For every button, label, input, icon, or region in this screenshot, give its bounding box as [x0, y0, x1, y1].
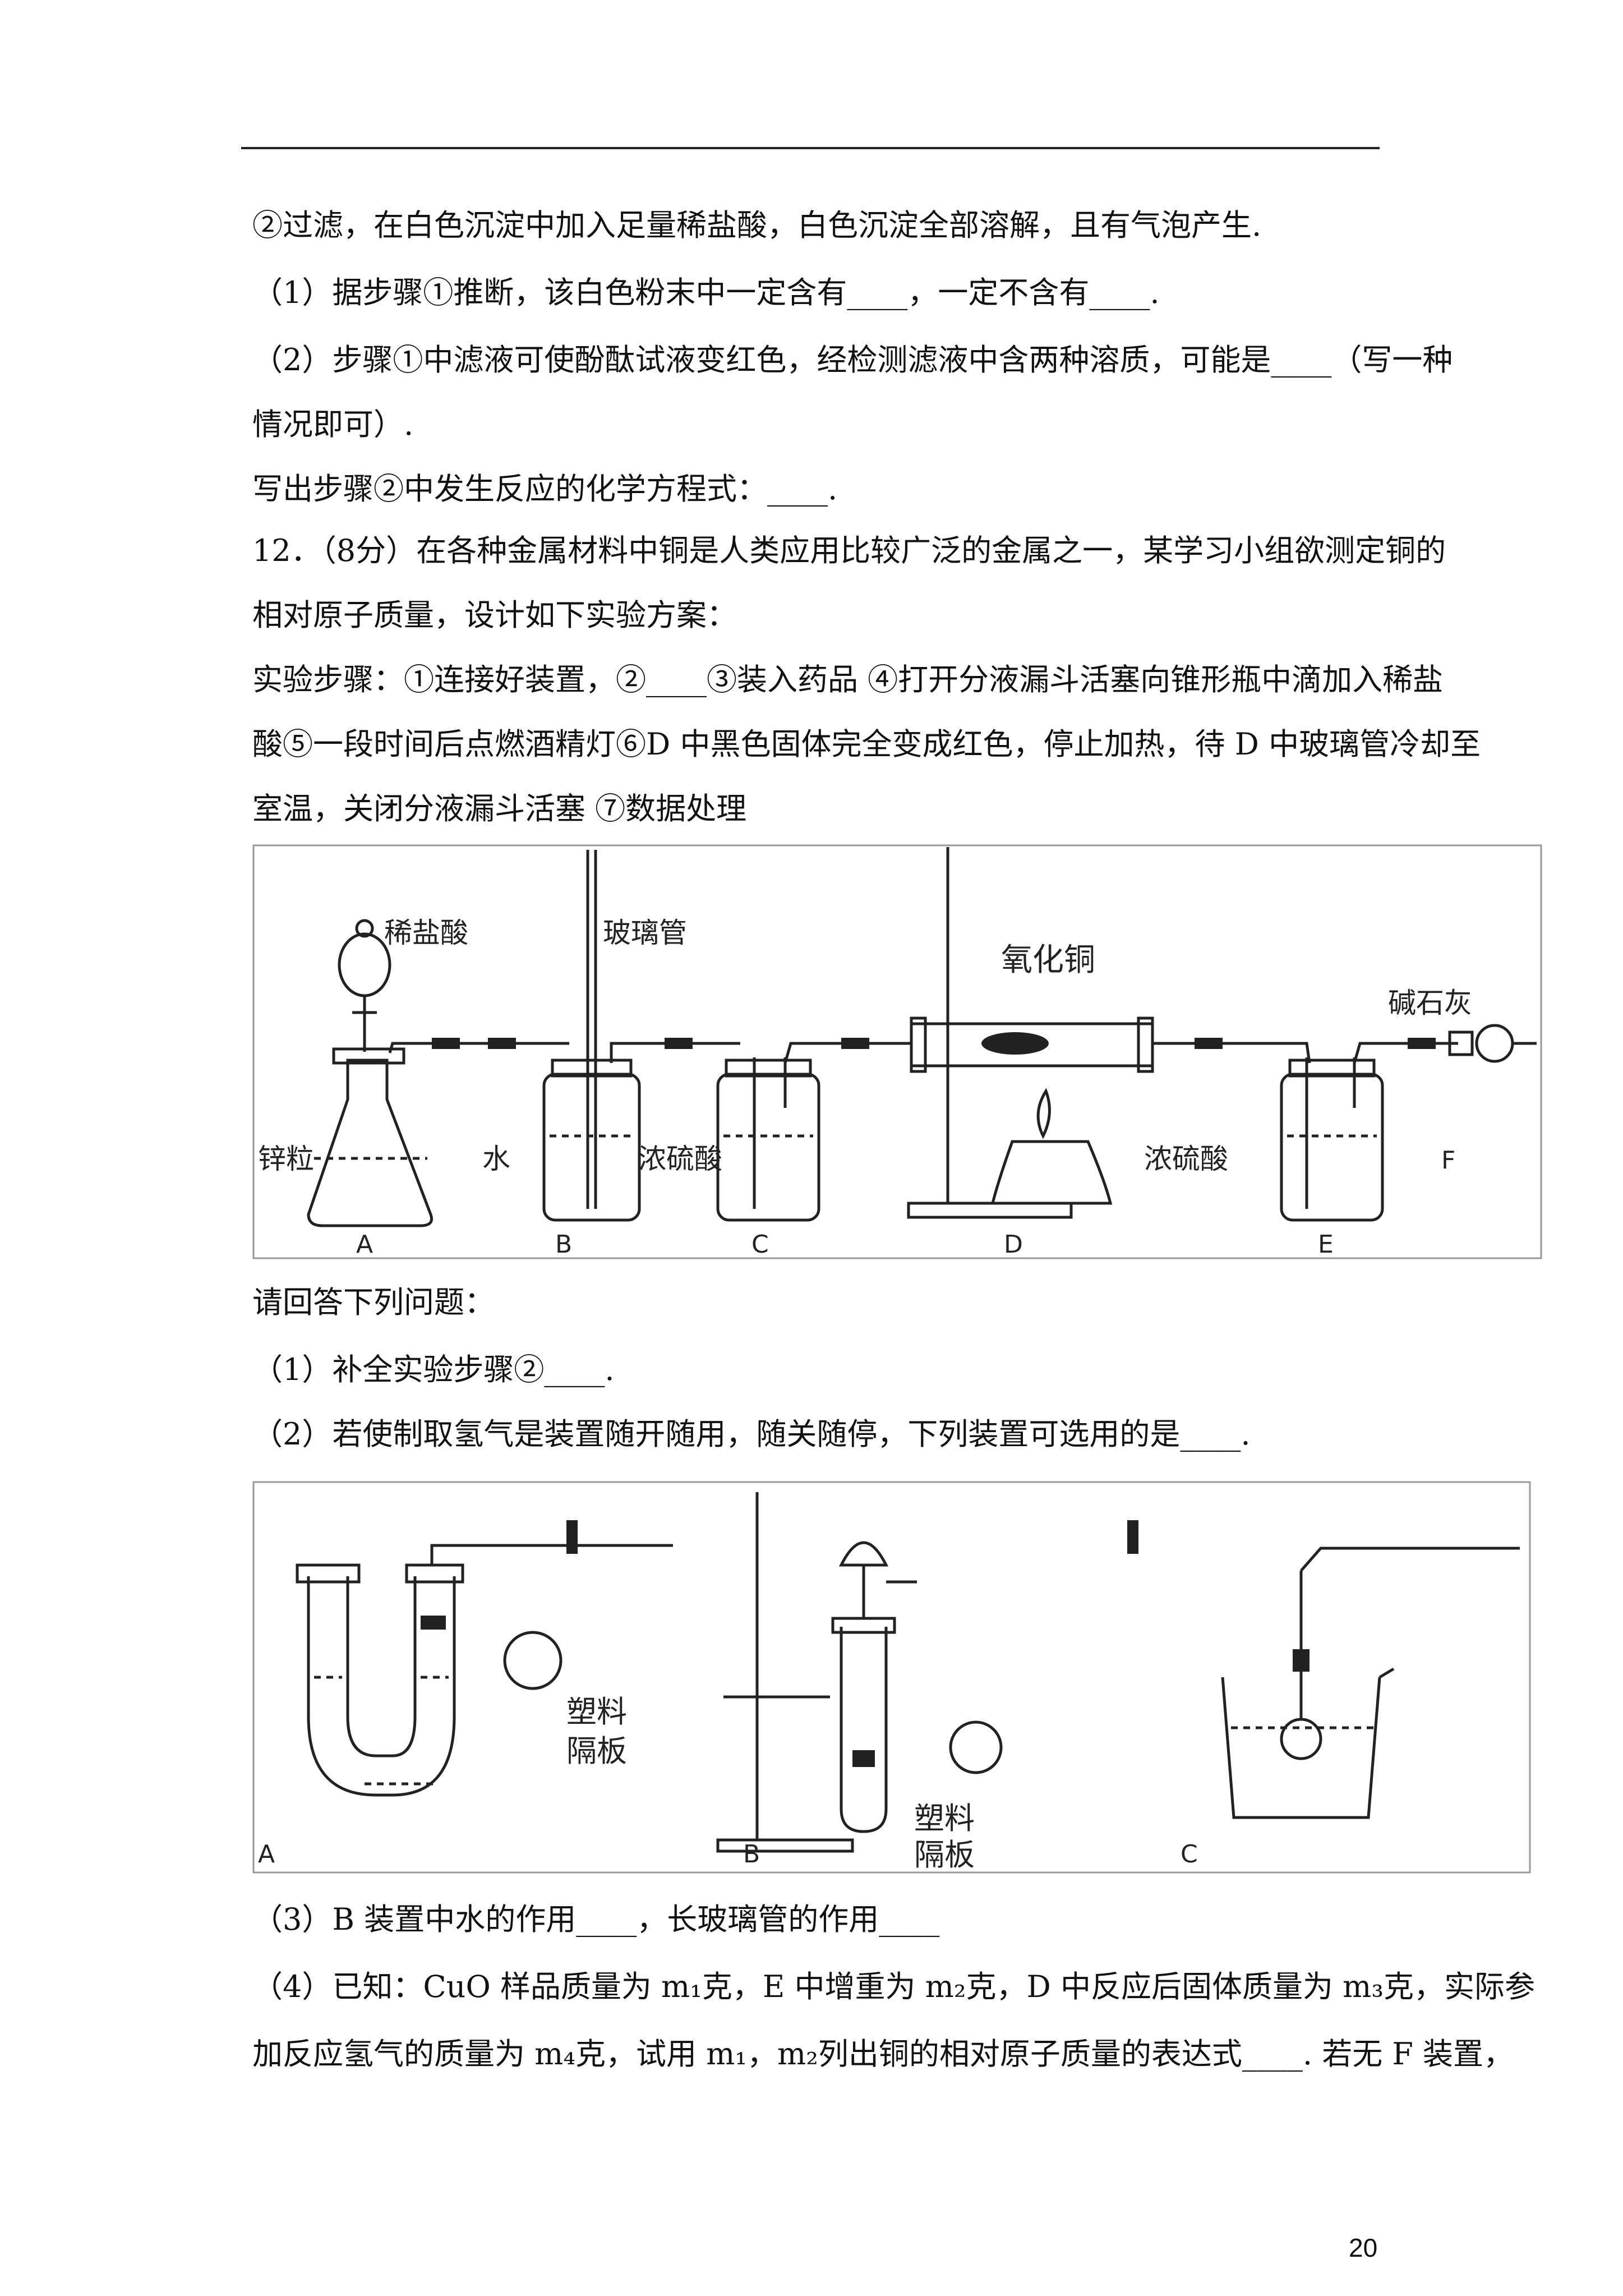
- label-water: 水: [482, 1143, 510, 1175]
- letter-a: A: [356, 1230, 373, 1259]
- apparatus-figure: 稀盐酸 玻璃管 氧化铜 碱石灰 锌粒 水 浓硫酸 浓硫酸 A B C D E F: [252, 844, 1542, 1259]
- plastic-plate-label-a1: 塑料: [566, 1694, 627, 1729]
- plastic-plate-label-b1: 塑料: [914, 1801, 975, 1836]
- text-line: 相对原子质量，设计如下实验方案：: [252, 597, 737, 633]
- text-line: （1）据步骤①推断，该白色粉末中一定含有____，一定不含有____.: [252, 275, 1160, 310]
- text-line: 酸⑤一段时间后点燃酒精灯⑥D 中黑色固体完全变成红色，停止加热，待 D 中玻璃管…: [252, 726, 1481, 762]
- generator-options-figure: 塑料 隔板 塑料 隔板 A B C: [252, 1481, 1531, 1874]
- header-rule: [241, 147, 1380, 149]
- text-line: （2）步骤①中滤液可使酚酞试液变红色，经检测滤液中含两种溶质，可能是____（写…: [252, 342, 1453, 378]
- letter-f: F: [1441, 1146, 1455, 1175]
- letter-b: B: [555, 1230, 572, 1259]
- text-line: （4）已知：CuO 样品质量为 m₁克，E 中增重为 m₂克，D 中反应后固体质…: [252, 1969, 1535, 2004]
- plastic-plate-label-a2: 隔板: [566, 1733, 627, 1769]
- text-line: 加反应氢气的质量为 m₄克，试用 m₁，m₂列出铜的相对原子质量的表达式____…: [252, 2036, 1514, 2072]
- text-line: 写出步骤②中发生反应的化学方程式：____.: [252, 471, 838, 507]
- letter-c: C: [751, 1230, 769, 1259]
- label-conc-h2so4-e: 浓硫酸: [1144, 1143, 1228, 1175]
- letter-e: E: [1318, 1230, 1334, 1259]
- letter-b: B: [743, 1840, 760, 1869]
- text-line: （1）补全实验步骤②____.: [252, 1352, 615, 1387]
- letter-d: D: [1004, 1230, 1023, 1259]
- question-12-heading: 12．（8分）在各种金属材料中铜是人类应用比较广泛的金属之一，某学习小组欲测定铜…: [252, 533, 1446, 568]
- letter-a: A: [258, 1840, 275, 1869]
- plastic-plate-label-b2: 隔板: [914, 1837, 975, 1872]
- text-line: （3）B 装置中水的作用____，长玻璃管的作用____: [252, 1902, 940, 1937]
- label-copper-oxide: 氧化铜: [1001, 942, 1095, 978]
- label-soda-lime: 碱石灰: [1388, 987, 1472, 1019]
- page-number: 20: [1349, 2233, 1378, 2262]
- label-dilute-hcl: 稀盐酸: [384, 917, 468, 949]
- text-line: （2）若使制取氢气是装置随开随用，随关随停，下列装置可选用的是____.: [252, 1416, 1251, 1452]
- generator-diagram: 塑料 隔板 塑料 隔板 A B C: [252, 1481, 1531, 1874]
- label-zinc: 锌粒: [258, 1143, 314, 1175]
- label-glass-tube: 玻璃管: [603, 917, 687, 949]
- text-line: 情况即可）.: [252, 407, 414, 442]
- text-line: ②过滤，在白色沉淀中加入足量稀盐酸，白色沉淀全部溶解，且有气泡产生.: [252, 208, 1262, 243]
- text-line: 请回答下列问题：: [252, 1285, 495, 1320]
- text-line: 室温，关闭分液漏斗活塞 ⑦数据处理: [252, 791, 747, 826]
- text-line: 实验步骤：①连接好装置，②____③装入药品 ④打开分液漏斗活塞向锥形瓶中滴加入…: [252, 662, 1444, 697]
- apparatus-diagram: 稀盐酸 玻璃管 氧化铜 碱石灰 锌粒 水 浓硫酸 浓硫酸 A B C D E F: [252, 844, 1542, 1259]
- label-conc-h2so4-c: 浓硫酸: [638, 1143, 722, 1175]
- letter-c: C: [1181, 1840, 1198, 1869]
